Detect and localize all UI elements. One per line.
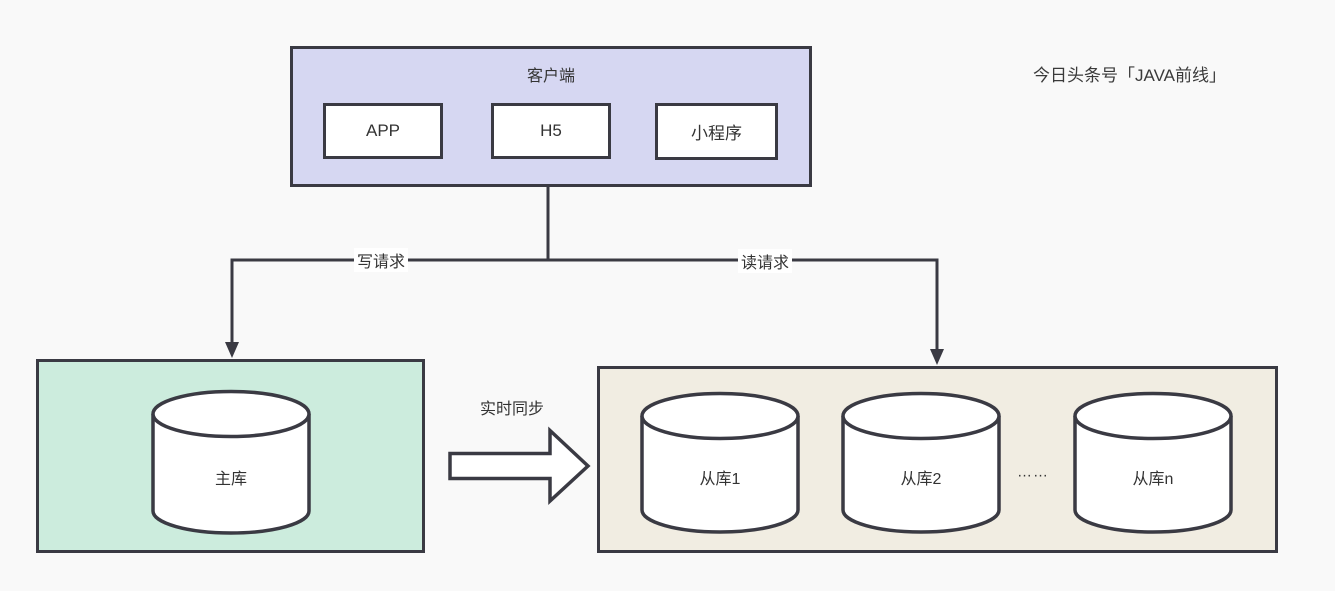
slave-db1-label: 从库1	[699, 471, 741, 488]
slave-db2-label: 从库2	[900, 471, 942, 488]
master-group-box	[36, 359, 425, 553]
node-app: APP	[323, 103, 443, 159]
slave-dbn-label: 从库n	[1132, 471, 1174, 488]
sync-block-arrow	[448, 426, 591, 505]
node-h5-label: H5	[540, 121, 562, 140]
master-db-label: 主库	[214, 471, 248, 488]
node-miniprogram-label: 小程序	[691, 124, 742, 143]
read-arrowhead	[930, 349, 944, 365]
read-request-label: 读请求	[737, 249, 793, 273]
node-app-label: APP	[365, 121, 401, 140]
node-h5: H5	[491, 103, 611, 159]
write-request-label: 写请求	[353, 248, 409, 272]
sync-label: 实时同步	[479, 401, 545, 418]
slave-group-box	[597, 366, 1278, 553]
watermark-text: 今日头条号「JAVA前线」	[1033, 66, 1226, 85]
client-group-title: 客户端	[526, 68, 575, 85]
split-connector-line	[230, 258, 939, 352]
node-miniprogram: 小程序	[655, 103, 778, 160]
slave-ellipsis-label: ……	[1017, 463, 1049, 481]
write-arrowhead	[225, 342, 239, 358]
